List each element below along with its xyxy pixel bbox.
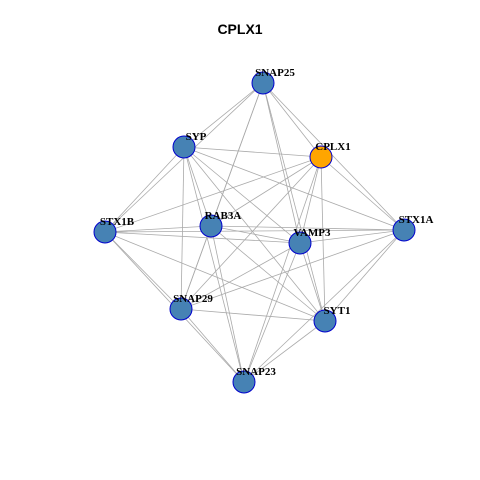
- node-label-syt1: SYT1: [324, 305, 351, 317]
- edge-rab3a-syt1: [210, 225, 326, 322]
- edge-snap25-syt1: [262, 82, 326, 322]
- node-label-syp: SYP: [186, 131, 207, 143]
- edge-stx1a-snap23: [243, 229, 405, 383]
- node-label-snap25: SNAP25: [255, 67, 295, 79]
- node-vamp3: [288, 231, 312, 255]
- edge-rab3a-snap23: [210, 225, 245, 383]
- edge-snap25-cplx1: [262, 82, 322, 158]
- node-layer: [93, 71, 416, 394]
- edge-syp-stx1b: [104, 146, 185, 233]
- node-snap25: [251, 71, 275, 95]
- edge-syp-stx1a: [183, 146, 405, 231]
- edge-syp-cplx1: [183, 146, 322, 158]
- edge-stx1b-rab3a: [104, 225, 212, 233]
- edge-cplx1-syt1: [320, 156, 326, 322]
- node-label-stx1a: STX1A: [399, 214, 434, 226]
- edge-vamp3-stx1a: [299, 229, 405, 244]
- node-label-rab3a: RAB3A: [205, 210, 242, 222]
- edge-stx1b-vamp3: [104, 231, 301, 244]
- node-label-vamp3: VAMP3: [293, 227, 331, 239]
- edge-vamp3-snap29: [180, 242, 301, 310]
- node-cplx1: [309, 145, 333, 169]
- edge-syt1-snap23: [243, 320, 326, 383]
- edge-cplx1-snap23: [243, 156, 322, 383]
- edge-syp-rab3a: [183, 146, 212, 227]
- edge-snap29-snap23: [180, 308, 245, 383]
- edge-vamp3-syt1: [299, 242, 326, 322]
- edge-cplx1-stx1b: [104, 156, 322, 233]
- edge-stx1b-snap29: [104, 231, 182, 310]
- node-label-cplx1: CPLX1: [315, 141, 350, 153]
- node-label-stx1b: STX1B: [100, 216, 135, 228]
- edge-rab3a-stx1a: [210, 225, 405, 231]
- node-stx1b: [93, 220, 117, 244]
- edge-vamp3-snap23: [243, 242, 301, 383]
- edge-stx1b-syt1: [104, 231, 326, 322]
- node-label-snap29: SNAP29: [173, 293, 213, 305]
- edge-cplx1-vamp3: [299, 156, 322, 244]
- edge-layer: [104, 82, 405, 383]
- edge-cplx1-stx1a: [320, 156, 405, 231]
- node-syt1: [313, 309, 337, 333]
- edge-stx1b-stx1a: [104, 229, 405, 233]
- edge-stx1a-syt1: [324, 229, 405, 322]
- node-rab3a: [199, 214, 223, 238]
- node-label-snap23: SNAP23: [236, 366, 276, 378]
- node-syp: [172, 135, 196, 159]
- edge-stx1a-snap29: [180, 229, 405, 310]
- edge-rab3a-snap29: [180, 225, 212, 310]
- page-title: CPLX1: [217, 21, 263, 37]
- edge-snap25-vamp3: [262, 82, 301, 244]
- edge-cplx1-snap29: [180, 156, 322, 310]
- node-snap23: [232, 370, 256, 394]
- edge-snap25-stx1a: [262, 82, 405, 231]
- edge-cplx1-rab3a: [210, 156, 322, 227]
- edge-syp-vamp3: [183, 146, 301, 244]
- edge-snap25-syp: [183, 82, 264, 148]
- edge-syp-snap23: [183, 146, 245, 383]
- node-stx1a: [392, 218, 416, 242]
- edge-rab3a-vamp3: [210, 225, 301, 244]
- node-snap29: [169, 297, 193, 321]
- edge-snap29-syt1: [180, 308, 326, 322]
